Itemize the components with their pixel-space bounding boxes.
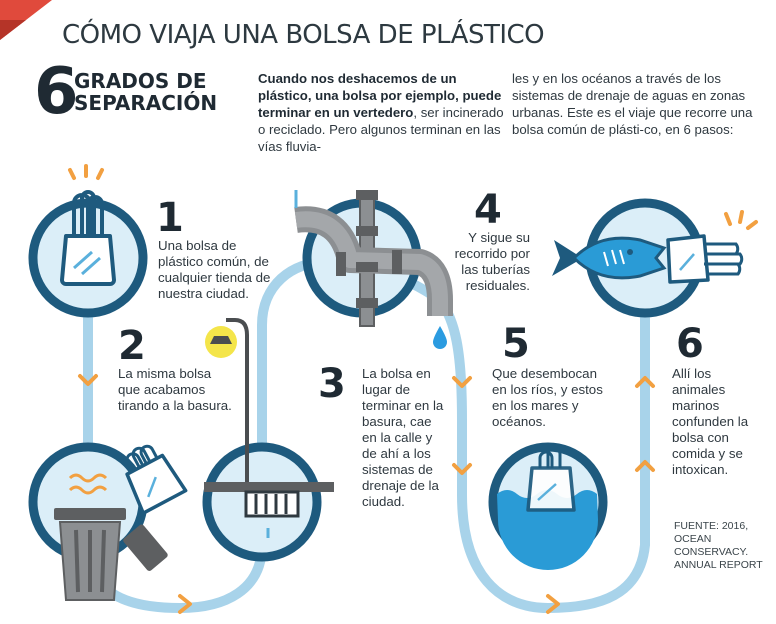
chevron-down-icon xyxy=(78,374,98,386)
intro-paragraph-2: les y en los océanos a través de los sis… xyxy=(512,71,753,137)
intro-bold: Cuando nos deshacemos de un plástico, un… xyxy=(258,71,502,120)
chevron-down-icon xyxy=(452,463,472,475)
fish-eating-bag-icon xyxy=(552,198,758,318)
step-2-text: La misma bolsa que acabamos tirando a la… xyxy=(118,366,232,413)
street-drain-icon xyxy=(202,318,334,562)
step-1-number: 1 xyxy=(156,195,184,241)
intro-paragraph-1: Cuando nos deshacemos de un plástico, un… xyxy=(258,70,504,155)
bag-circle-icon xyxy=(28,164,148,318)
step-4-number: 4 xyxy=(474,187,502,233)
step-3-number: 3 xyxy=(318,361,346,407)
step-3-text: La bolsa en lugar de terminar en la basu… xyxy=(362,366,444,509)
source-note: FUENTE: 2016, OCEAN CONSERVACY. ANNUAL R… xyxy=(674,520,763,571)
pipes-icon xyxy=(294,190,453,349)
step-2-number: 2 xyxy=(118,323,146,369)
step-6-text: Allí los animales marinos confunden la b… xyxy=(672,366,749,477)
bag-in-water-icon xyxy=(488,442,608,570)
step-5-text: Que desembocan en los ríos, y estos en l… xyxy=(492,366,603,429)
corner-triangle-icon xyxy=(0,0,52,40)
step-6-number: 6 xyxy=(676,321,704,367)
chevron-down-icon xyxy=(452,376,472,388)
step-1-text: Una bolsa de plástico común, de cualquie… xyxy=(158,238,271,301)
chevron-right-icon xyxy=(546,594,560,614)
intro-rest: , ser incinerado o reciclado. Pero algun… xyxy=(258,105,504,154)
separation-number: 6 xyxy=(34,55,79,129)
chevron-up-icon xyxy=(635,460,655,472)
chevron-right-icon xyxy=(178,594,192,614)
page-title: CÓMO VIAJA UNA BOLSA DE PLÁSTICO xyxy=(62,20,545,50)
chevron-up-icon xyxy=(635,376,655,388)
step-5-number: 5 xyxy=(502,321,530,367)
separation-label: GRADOS DE SEPARACIÓN xyxy=(74,69,218,115)
step-4-text: Y sigue su recorrido por las tuberías re… xyxy=(454,230,530,293)
trash-can-icon xyxy=(28,442,188,601)
